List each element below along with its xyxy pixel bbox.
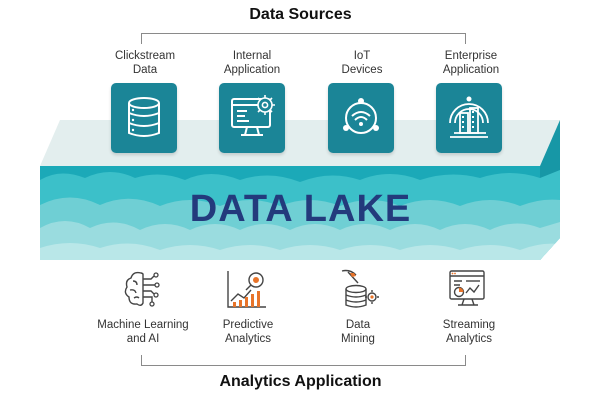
app-label-predictive-analytics: Predictive Analytics [193,318,303,346]
analytics-application-title: Analytics Application [219,373,382,390]
app-label-line: Analytics [445,333,493,345]
source-label-line: Application [442,64,500,76]
app-label-data-mining: Data Mining [303,318,413,346]
sources-bracket [141,33,466,44]
source-tile-clickstream [111,83,177,153]
app-label-line: Predictive [222,319,274,331]
app-label-line: Mining [341,333,375,345]
source-label-clickstream: Clickstream Data [90,49,200,77]
source-label-line: Data [132,64,158,76]
source-label-line: Internal [232,50,272,62]
app-label-streaming-analytics: Streaming Analytics [414,318,524,346]
source-label-iot-devices: IoT Devices [307,49,417,77]
monitor-gear-icon [231,95,275,136]
app-label-line: Data [345,319,371,331]
data-sources-title: Data Sources [249,6,352,23]
source-label-line: IoT [353,50,371,62]
chart-magnifier-icon [224,267,268,311]
app-label-line: and AI [126,333,160,345]
app-label-machine-learning: Machine Learning and AI [88,318,198,346]
app-label-line: Machine Learning [97,319,189,331]
brain-circuit-icon [121,267,165,311]
app-label-line: Streaming [442,319,496,331]
source-label-line: Devices [341,64,383,76]
data-lake-label: DATA LAKE [189,188,412,230]
source-label-line: Enterprise [444,50,498,62]
source-label-line: Clickstream [114,50,176,62]
source-tile-internal-application [219,83,285,153]
applications-bracket [141,355,466,366]
database-icon [128,97,160,137]
source-label-enterprise-application: Enterprise Application [416,49,526,77]
source-label-line: Application [223,64,281,76]
enterprise-building-icon [449,96,489,138]
source-tile-iot-devices [328,83,394,153]
source-tile-enterprise-application [436,83,502,153]
lake-cloud-bands [40,170,560,260]
mining-database-icon [336,267,380,311]
streaming-dashboard-icon [446,267,490,311]
source-label-internal-application: Internal Application [197,49,307,77]
iot-hub-icon [343,98,379,134]
app-label-line: Analytics [224,333,272,345]
